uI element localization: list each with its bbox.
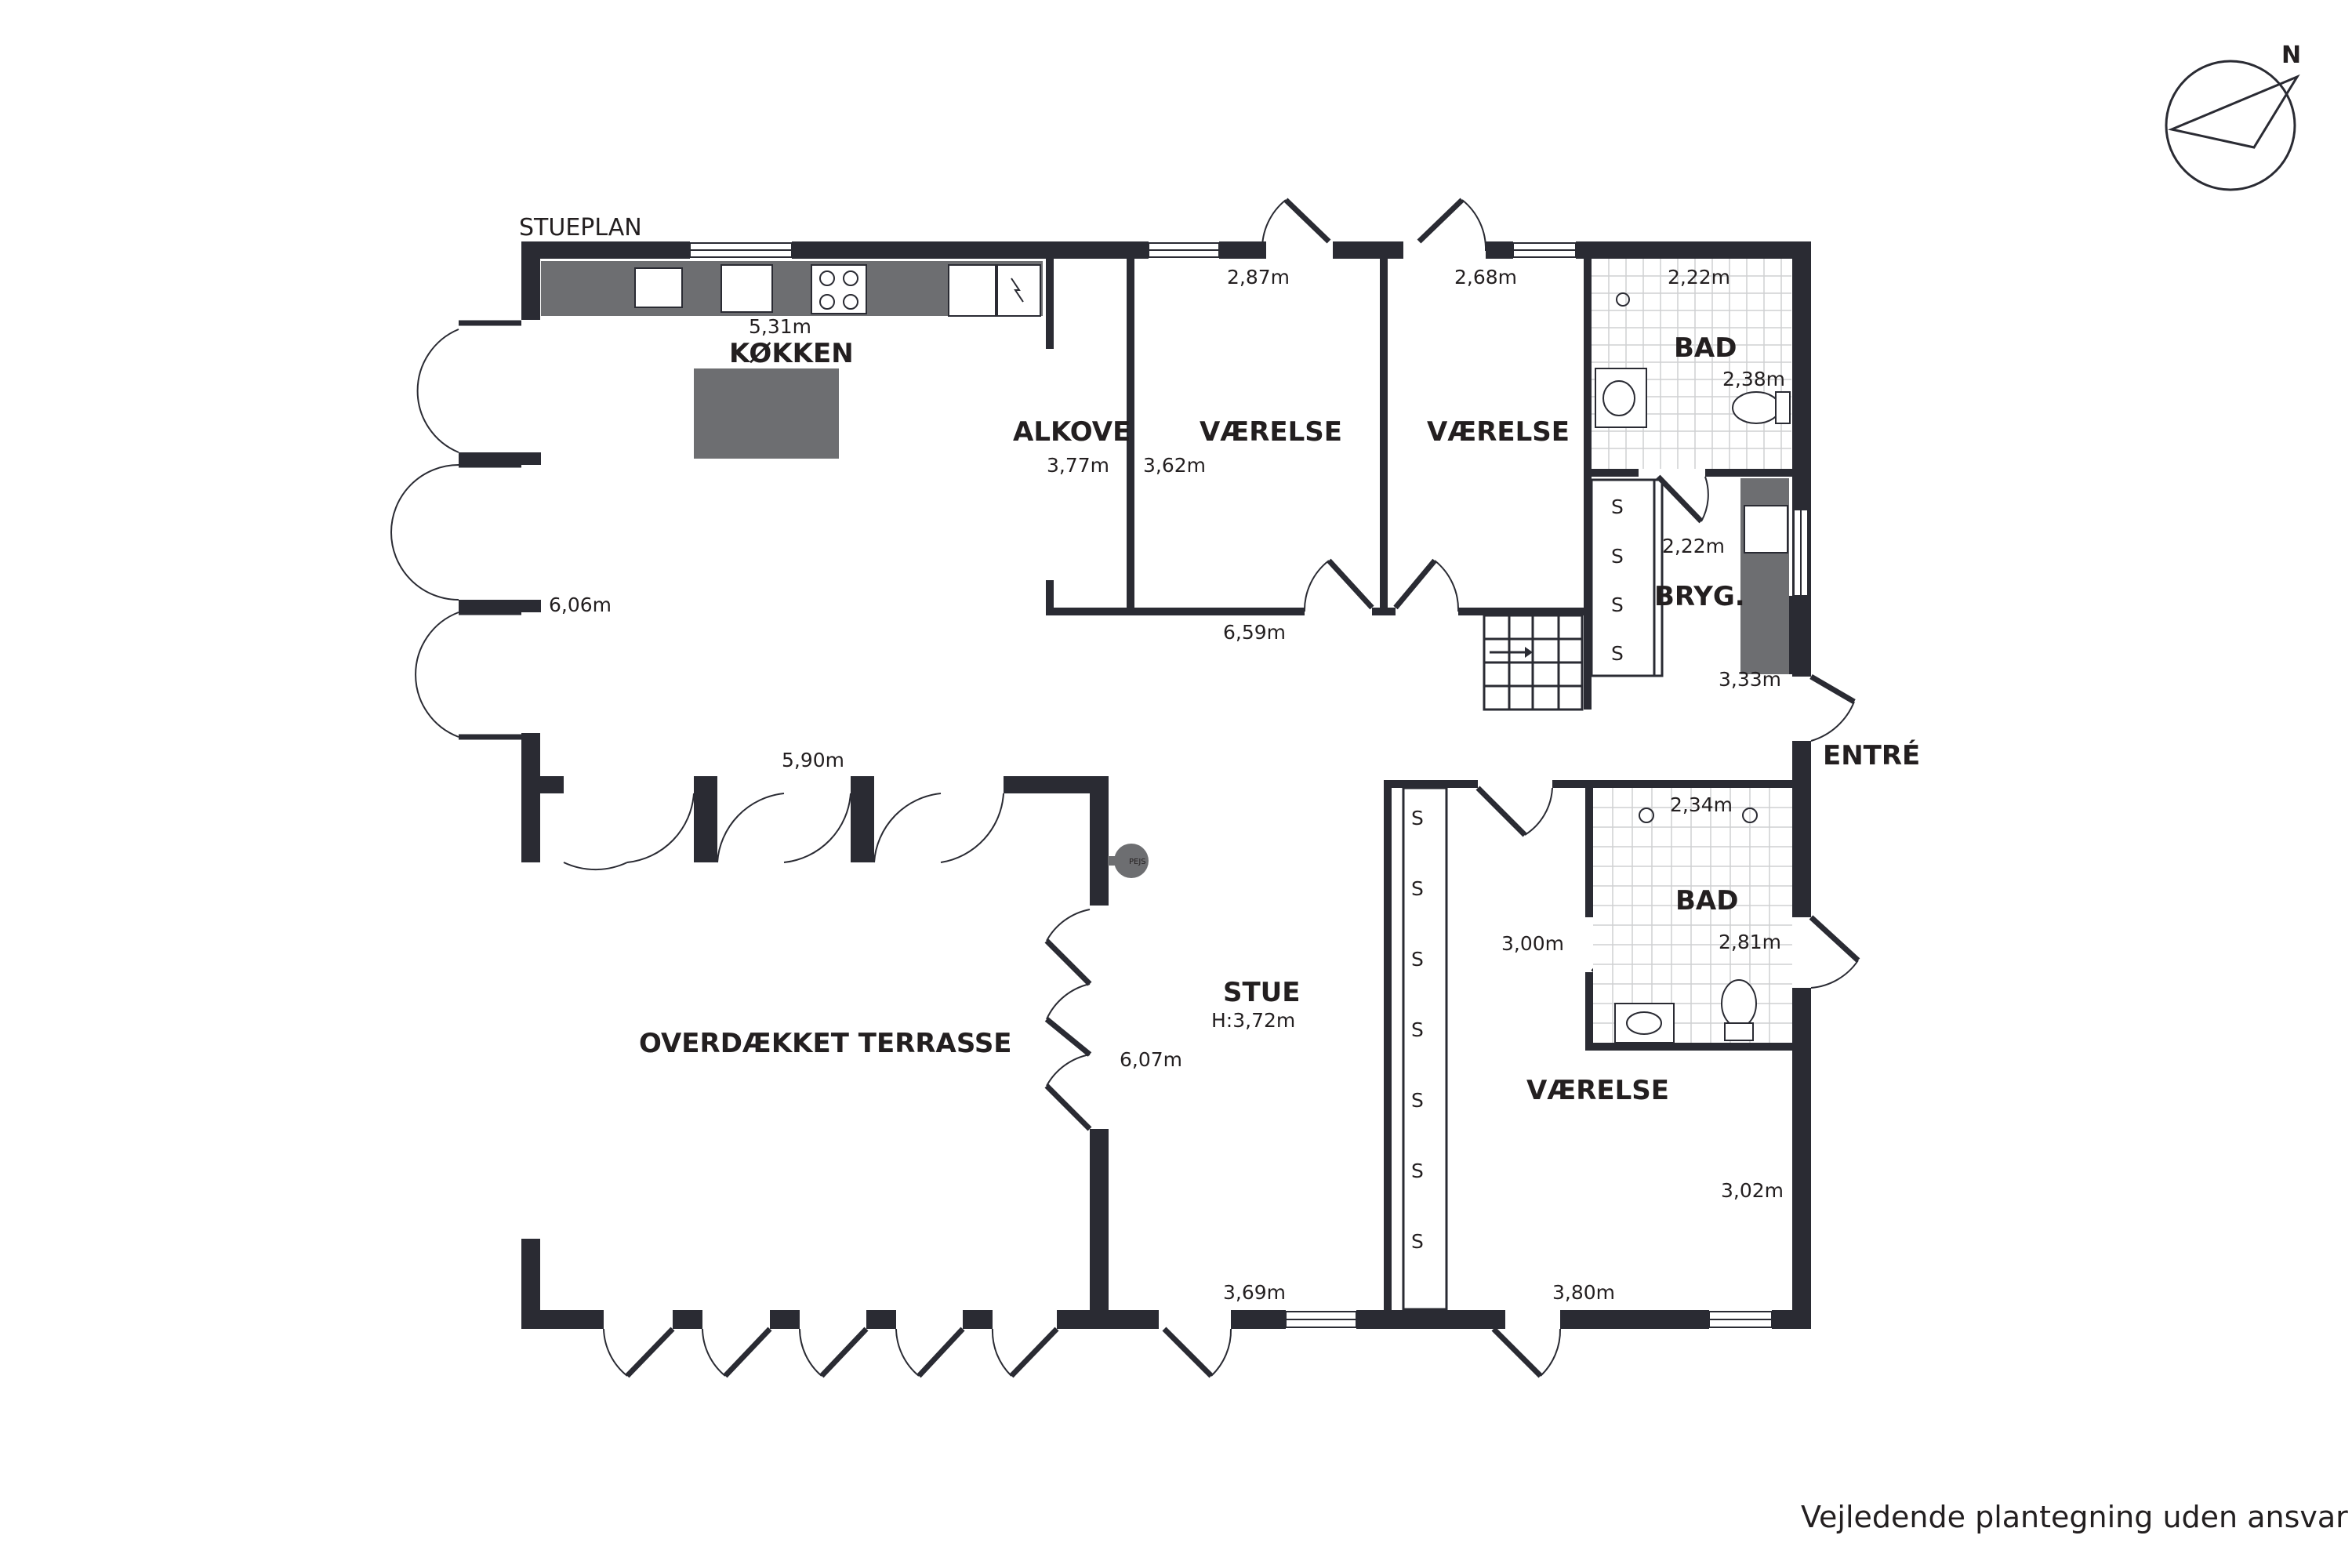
dim-bryg-width: 2,22m bbox=[1662, 535, 1725, 557]
dim-stue-depth: 6,07m bbox=[1120, 1048, 1182, 1071]
wardrobe-mark: S bbox=[1411, 1018, 1424, 1041]
windows bbox=[689, 242, 1809, 1328]
wardrobe-mark: S bbox=[1411, 1230, 1424, 1253]
pejs-label: PEJS bbox=[1129, 858, 1146, 866]
room-label-vaerelse-2: VÆRELSE bbox=[1427, 416, 1570, 448]
dim-alkove-depth: 3,77m bbox=[1047, 454, 1109, 477]
room-label-entre: ENTRÉ bbox=[1823, 739, 1920, 771]
thin-lines bbox=[1402, 478, 1664, 1311]
dim-room3-depth-b: 3,02m bbox=[1721, 1179, 1784, 1202]
wardrobe-mark: S bbox=[1411, 948, 1424, 971]
dim-rooms-total: 6,59m bbox=[1223, 621, 1286, 644]
doors bbox=[390, 198, 1860, 1378]
wardrobe-mark: S bbox=[1411, 807, 1424, 829]
room-label-alkove: ALKOVE bbox=[1013, 416, 1131, 448]
dimensions: 5,31m 6,06m 5,90m 3,77m 3,62m 2,87m 2,68… bbox=[549, 266, 1785, 1304]
dim-living-width: 5,90m bbox=[782, 749, 844, 771]
compass-icon: N bbox=[2165, 42, 2301, 191]
fireplace: PEJS bbox=[1108, 844, 1149, 878]
wardrobe-mark: S bbox=[1611, 642, 1624, 665]
bryg-counter bbox=[1740, 478, 1789, 674]
dim-living-depth: 6,06m bbox=[549, 593, 612, 616]
dim-kitchen-width: 5,31m bbox=[749, 315, 811, 338]
room-label-bryg: BRYG. bbox=[1654, 581, 1745, 612]
wardrobe-mark: S bbox=[1411, 877, 1424, 900]
disclaimer: Vejledende plantegning uden ansvar bbox=[1801, 1500, 2348, 1534]
dim-bryg-depth: 3,33m bbox=[1719, 668, 1781, 691]
wardrobe-mark: S bbox=[1611, 545, 1624, 568]
wardrobe-marks: S S S S S S S S S S S bbox=[1411, 495, 1624, 1253]
dim-bad2-width: 2,34m bbox=[1670, 793, 1733, 816]
inner-walls bbox=[1046, 259, 1799, 1329]
bad1-tiles bbox=[1592, 259, 1791, 469]
dim-room1-depth: 3,62m bbox=[1143, 454, 1206, 477]
room-label-bad-2: BAD bbox=[1675, 885, 1738, 916]
room-label-vaerelse-1: VÆRELSE bbox=[1200, 416, 1342, 448]
room-label-terrace: OVERDÆKKET TERRASSE bbox=[639, 1028, 1012, 1059]
wardrobe-mark: S bbox=[1611, 593, 1624, 616]
dim-room3-depth-a: 3,00m bbox=[1501, 932, 1564, 955]
room-label-vaerelse-3: VÆRELSE bbox=[1526, 1075, 1669, 1106]
wardrobe-mark: S bbox=[1411, 1089, 1424, 1112]
kitchen-counter bbox=[541, 261, 1043, 317]
wardrobe-mark: S bbox=[1611, 495, 1624, 518]
walls bbox=[459, 241, 1811, 1329]
dim-bad1-depth: 2,38m bbox=[1722, 368, 1785, 390]
dim-room3-width: 3,80m bbox=[1552, 1281, 1615, 1304]
dim-bad1-width: 2,22m bbox=[1668, 266, 1730, 289]
dim-room2-width: 2,68m bbox=[1454, 266, 1517, 289]
kitchen-island bbox=[694, 368, 839, 459]
wardrobe-mark: S bbox=[1411, 1160, 1424, 1182]
labels: STUEPLAN KØKKEN ALKOVE VÆRELSE VÆRELSE B… bbox=[519, 214, 2348, 1534]
dim-bad2-depth: 2,81m bbox=[1719, 931, 1781, 953]
stue-height: H:3,72m bbox=[1211, 1009, 1295, 1032]
compass-n-label: N bbox=[2281, 42, 2301, 69]
dim-stue-width: 3,69m bbox=[1223, 1281, 1286, 1304]
floor-label-stueplan: STUEPLAN bbox=[519, 214, 642, 241]
room-label-bad-1: BAD bbox=[1674, 332, 1737, 364]
dim-room1-width: 2,87m bbox=[1227, 266, 1290, 289]
room-label-stue: STUE bbox=[1223, 977, 1301, 1008]
bad2-tiles bbox=[1593, 788, 1792, 1044]
room-label-kitchen: KØKKEN bbox=[729, 338, 854, 369]
